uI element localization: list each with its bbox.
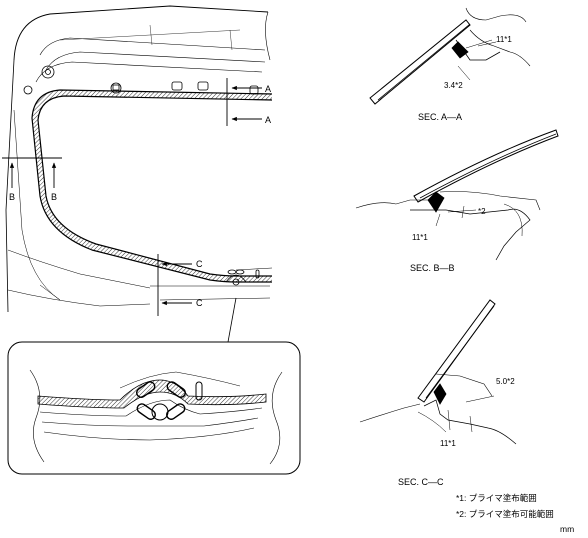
clip-detail-view xyxy=(7,341,301,475)
section-b-dim-offset: *2 xyxy=(478,207,486,216)
note-primer-possible-area: *2: プライマ塗布可能範囲 xyxy=(456,509,554,519)
section-b-dim-width: 11*1 xyxy=(412,233,428,242)
detail-leader xyxy=(227,297,237,343)
marker-b-left: B xyxy=(9,192,15,202)
marker-c-bottom: C xyxy=(196,298,203,308)
section-c-dim-width: 11*1 xyxy=(440,439,456,448)
section-marker-b xyxy=(2,157,62,188)
section-marker-a xyxy=(226,78,262,126)
section-marker-c xyxy=(157,254,192,316)
section-b-drawing xyxy=(355,129,559,261)
marker-c-top: C xyxy=(196,259,203,269)
body-opening-view xyxy=(5,5,273,313)
note-primer-area: *1: プライマ塗布範囲 xyxy=(456,493,537,503)
section-c-drawing xyxy=(359,299,517,445)
section-a-drawing xyxy=(369,7,531,105)
section-c-dim-offset: 5.0*2 xyxy=(496,377,515,386)
marker-a-top: A xyxy=(265,84,271,94)
section-c-title: SEC. C—C xyxy=(398,477,444,487)
marker-b-right: B xyxy=(51,192,57,202)
unit-label: mm xyxy=(560,524,575,534)
section-a-dim-width: 11*1 xyxy=(496,35,512,44)
marker-a-bottom: A xyxy=(265,115,271,125)
section-a-dim-offset: 3.4*2 xyxy=(444,81,463,90)
section-a-title: SEC. A—A xyxy=(418,112,463,122)
section-b-title: SEC. B—B xyxy=(410,263,455,273)
